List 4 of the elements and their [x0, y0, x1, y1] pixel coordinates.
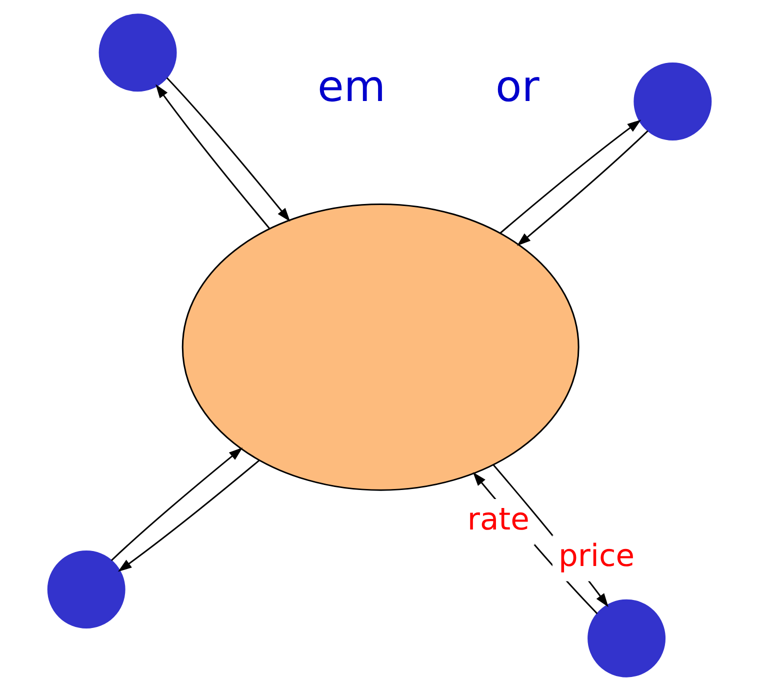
label: em: [317, 62, 386, 112]
label: or: [495, 62, 539, 112]
edge-label: price: [558, 539, 634, 574]
edge-label: rate: [466, 502, 529, 538]
